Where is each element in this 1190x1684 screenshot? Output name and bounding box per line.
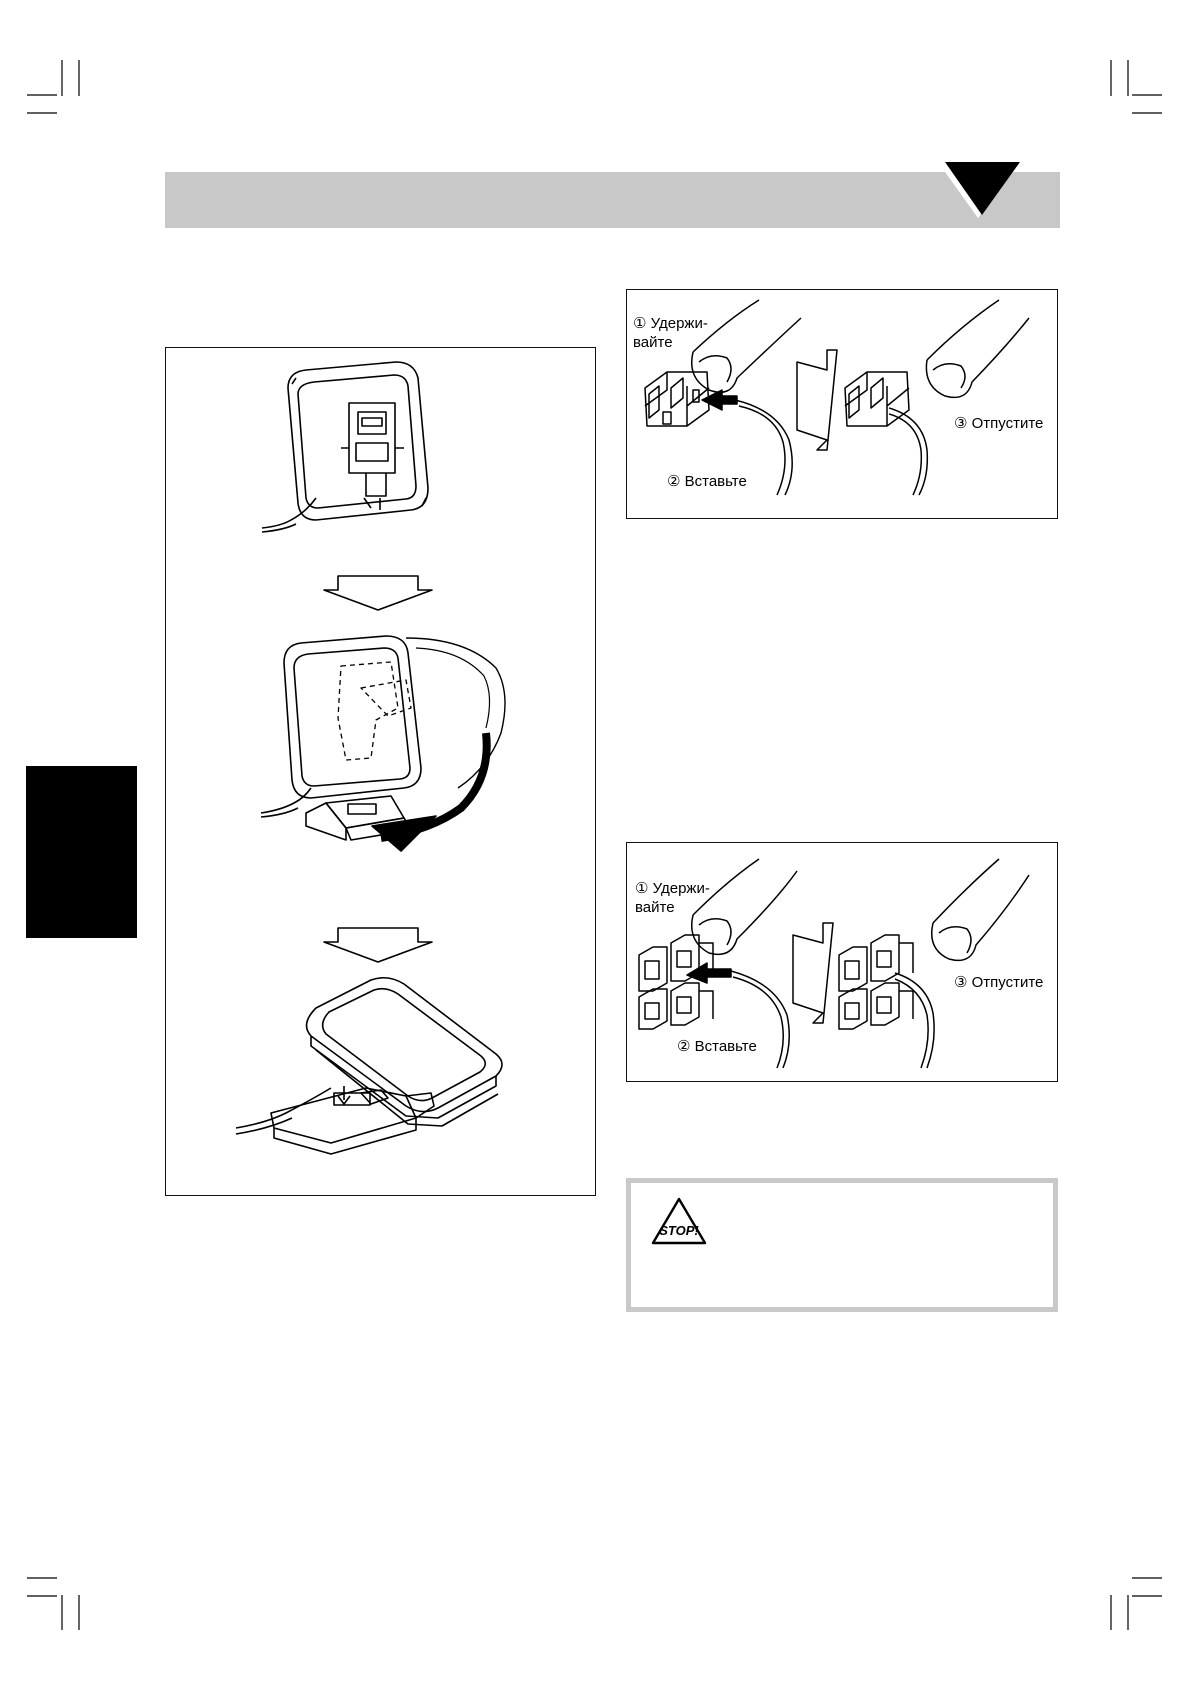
hold-label: ① Удержи- вайте bbox=[635, 880, 710, 916]
hold-label: ① Удержи- вайте bbox=[633, 315, 708, 351]
section-triangle-icon bbox=[945, 162, 1020, 215]
stop-icon-text: STOP! bbox=[659, 1223, 699, 1238]
speaker-connector-figure: ① Удержи- вайте ② Вставьте ③ Отпустите bbox=[626, 289, 1058, 519]
caution-box: STOP! bbox=[626, 1178, 1058, 1312]
section-header-bar bbox=[165, 158, 1060, 228]
connector-drawing bbox=[644, 299, 1030, 496]
terminal-connector-figure: ① Удержи- вайте ② Вставьте ③ Отпустите bbox=[626, 842, 1058, 1082]
loop-antenna-figure bbox=[165, 347, 596, 1196]
terminal-drawing bbox=[638, 858, 1030, 1069]
insert-label: ② Вставьте bbox=[677, 1038, 757, 1055]
release-label: ③ Отпустите bbox=[954, 415, 1044, 432]
stop-warning-icon: STOP! bbox=[651, 1197, 707, 1245]
release-label: ③ Отпустите bbox=[954, 974, 1044, 991]
insert-label: ② Вставьте bbox=[667, 473, 747, 490]
loop-antenna-drawing bbox=[235, 361, 506, 1155]
side-tab bbox=[26, 766, 137, 938]
